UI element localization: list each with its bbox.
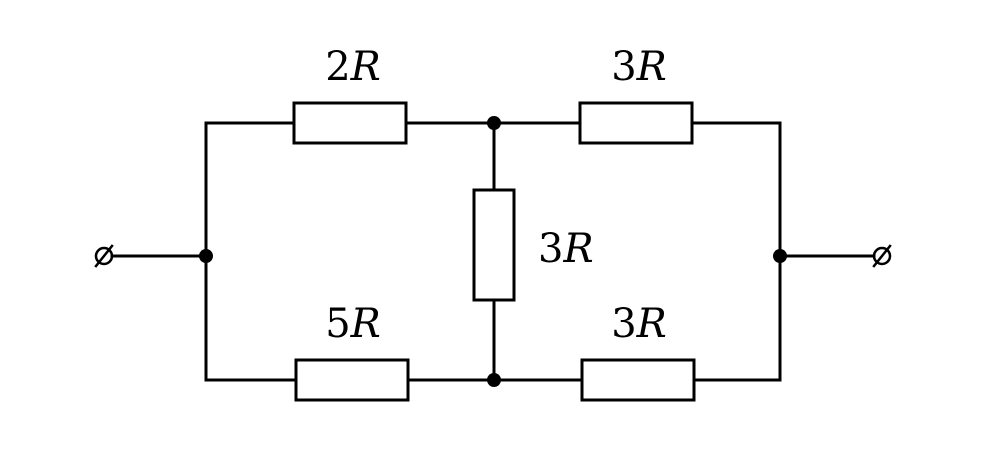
label-top-left: 2R <box>325 44 381 90</box>
resistor-top-left <box>292 101 408 145</box>
label-middle: 3R <box>538 226 594 272</box>
terminal-left-icon <box>94 244 114 268</box>
resistor-top-right <box>578 101 694 145</box>
terminal-right-icon <box>872 244 892 268</box>
label-bottom-right: 3R <box>611 301 667 347</box>
junction-left <box>199 249 213 263</box>
label-bottom-left: 5R <box>325 301 381 347</box>
junction-bottom-middle <box>487 373 501 387</box>
label-top-right: 3R <box>611 44 667 90</box>
junction-right <box>773 249 787 263</box>
resistor-bottom-left <box>294 358 410 402</box>
resistor-bottom-right <box>580 358 696 402</box>
resistor-middle <box>472 188 516 302</box>
junction-top-middle <box>487 116 501 130</box>
